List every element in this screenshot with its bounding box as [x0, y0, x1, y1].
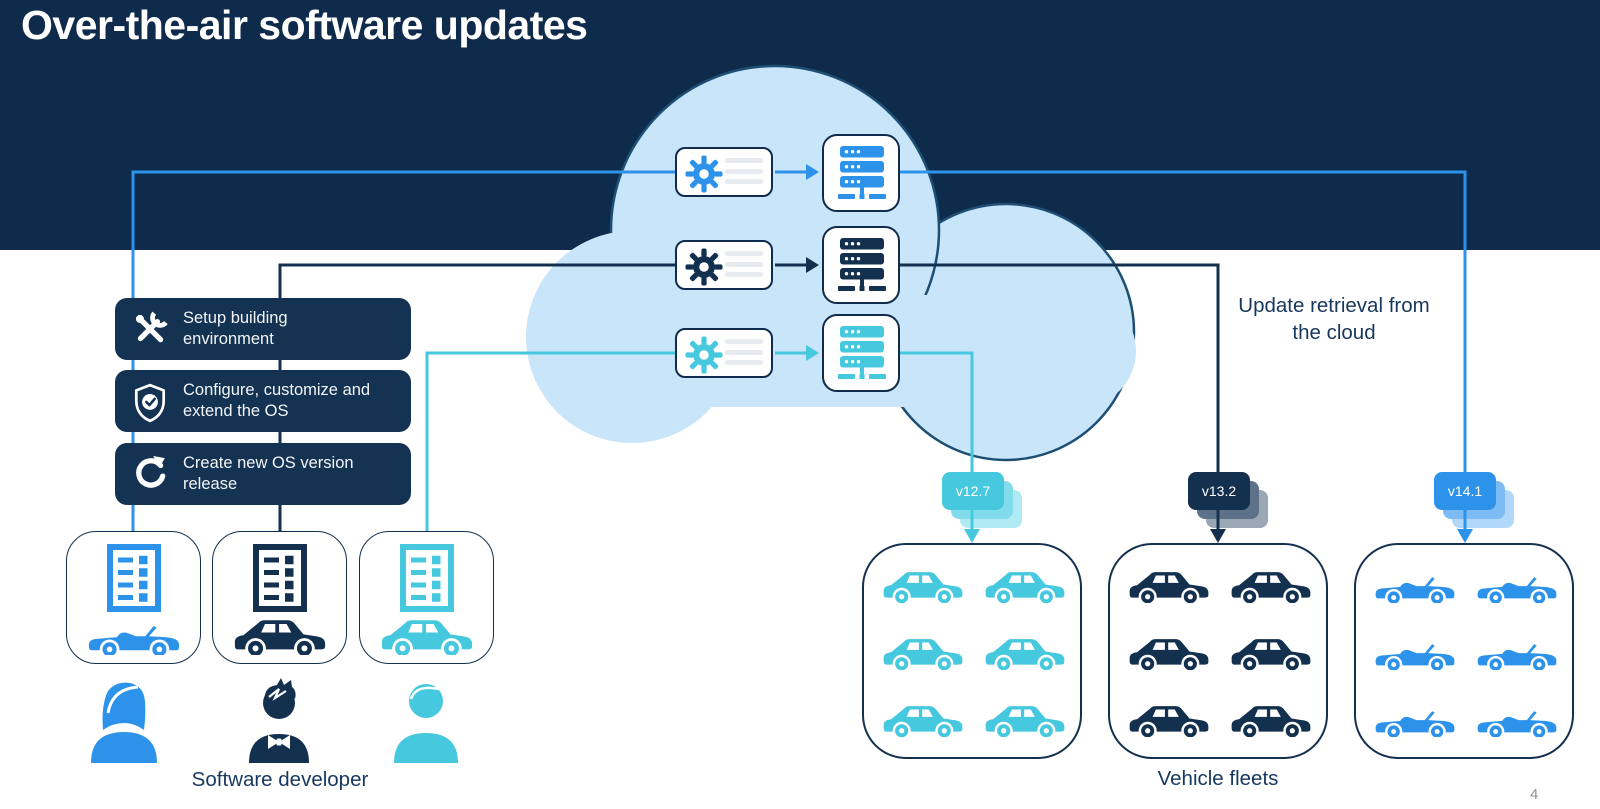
server-rack-icon — [838, 326, 886, 379]
tools-icon — [132, 311, 168, 347]
server-rack-icon — [838, 146, 886, 199]
refresh-icon — [132, 456, 168, 492]
down-arrow-icon — [1210, 529, 1226, 543]
sedan-icon — [1231, 572, 1311, 603]
server-rack-icon — [838, 238, 886, 291]
fleet-box-blue — [1354, 543, 1574, 759]
sedan-icon — [381, 620, 473, 655]
checklist-icon — [400, 544, 454, 612]
sedan-icon — [1231, 639, 1311, 670]
checklist-icon — [107, 544, 161, 612]
software-developer-label: Software developer — [191, 768, 369, 791]
man-developer-icon — [247, 676, 311, 763]
task-setup-building: Setup building environment — [115, 298, 411, 360]
sedan-icon — [883, 572, 963, 603]
build-config-box-1 — [675, 147, 773, 197]
convertible-icon — [1375, 577, 1455, 603]
sedan-icon — [883, 706, 963, 737]
convertible-icon — [1375, 644, 1455, 670]
page-title: Over-the-air software updates — [21, 2, 588, 48]
navy-connector-line — [278, 263, 1220, 531]
build-box-cyan — [359, 531, 494, 664]
down-arrow-icon — [1457, 529, 1473, 543]
sedan-icon — [883, 639, 963, 670]
sedan-icon — [985, 706, 1065, 737]
version-badge-v12-7: v12.7 — [942, 472, 1004, 510]
build-config-box-3 — [675, 328, 773, 378]
build-config-box-2 — [675, 240, 773, 290]
sedan-icon — [1129, 572, 1209, 603]
down-arrow-icon — [964, 529, 980, 543]
sedan-icon — [234, 620, 326, 655]
build-box-blue — [66, 531, 201, 664]
task-label: Configure, customize and extend the OS — [183, 381, 371, 420]
navy-arrow-icon — [806, 257, 819, 273]
server-box-3 — [822, 314, 900, 392]
version-badge-v14-1: v14.1 — [1434, 472, 1496, 510]
convertible-icon — [1477, 644, 1557, 670]
shield-check-icon — [134, 383, 166, 423]
server-box-1 — [822, 134, 900, 212]
server-box-2 — [822, 226, 900, 304]
vehicle-fleets-label: Vehicle fleets — [1157, 767, 1279, 790]
gear-icon — [685, 248, 723, 286]
build-box-navy — [212, 531, 347, 664]
config-lines — [725, 251, 763, 283]
convertible-icon — [1375, 711, 1455, 737]
page-number: 4 — [1530, 786, 1539, 803]
update-retrieval-note: Update retrieval from the cloud — [1238, 294, 1430, 344]
convertible-icon — [88, 625, 180, 655]
convertible-icon — [1477, 711, 1557, 737]
woman-developer-icon — [89, 681, 159, 763]
convertible-icon — [1477, 577, 1557, 603]
task-create-release: Create new OS version release — [115, 443, 411, 505]
checklist-icon — [253, 544, 307, 612]
version-badge-v13-2: v13.2 — [1188, 472, 1250, 510]
sedan-icon — [985, 639, 1065, 670]
sedan-icon — [1231, 706, 1311, 737]
task-configure-os: Configure, customize and extend the OS — [115, 370, 411, 432]
fleet-box-cyan — [862, 543, 1082, 759]
gear-icon — [685, 155, 723, 193]
task-label: Setup building environment — [183, 309, 288, 348]
config-lines — [725, 339, 763, 371]
gear-icon — [685, 336, 723, 374]
cyan-arrow-icon — [806, 345, 819, 361]
task-label: Create new OS version release — [183, 454, 354, 493]
developer-icon — [392, 682, 460, 763]
sedan-icon — [1129, 639, 1209, 670]
sedan-icon — [1129, 706, 1209, 737]
sedan-icon — [985, 572, 1065, 603]
fleet-box-navy — [1108, 543, 1328, 759]
config-lines — [725, 158, 763, 190]
